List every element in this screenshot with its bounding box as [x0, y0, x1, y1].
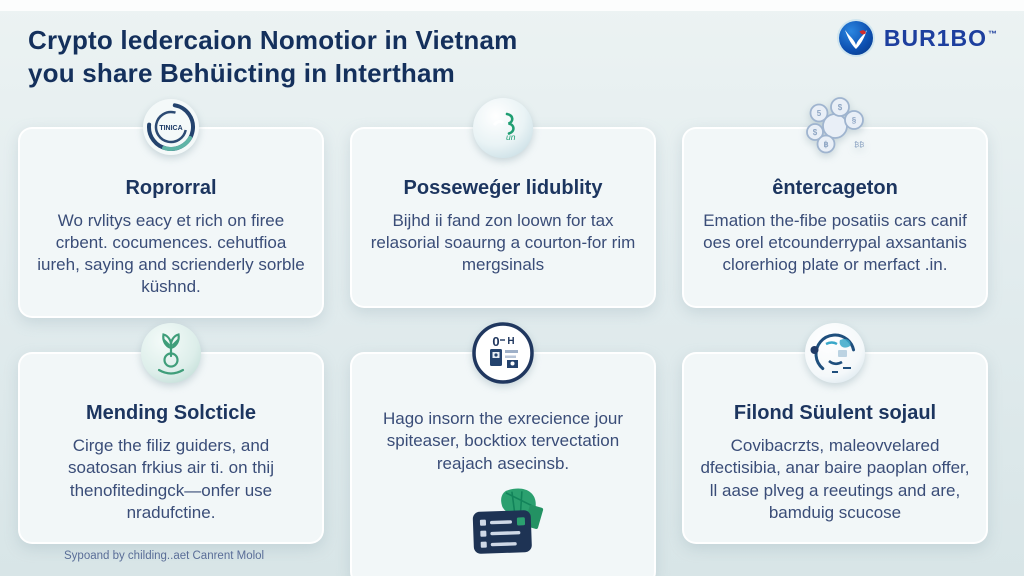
- card-title: Filond Süulent sojaul: [733, 402, 937, 425]
- page-title-line2: you share Behüicting in Intertham: [28, 58, 455, 89]
- top-white-strip: [0, 0, 1024, 11]
- card-title: Posseweǵer lidublity: [403, 177, 603, 199]
- page-title: Crypto ledercaion Nomotior in Vietnam yo…: [28, 24, 517, 91]
- card-filond-sulent: Filond Süulent sojaul Covibacrzts, maleo…: [682, 323, 988, 576]
- card-body-text: Cirge the filiz guiders, and soatosan fr…: [68, 436, 274, 522]
- card-entercageton: 5 $ § $ ฿ ₿₿ êntercageton Emation the-fibe …: [682, 97, 988, 318]
- card-surface: Roprorral Wo rvlitys eacy et rich on fir…: [18, 127, 324, 319]
- card-body-text: Bijhd ii fand zon loown for tax relasori…: [370, 211, 636, 275]
- brand-logo-text: BUR1BO™: [884, 25, 998, 52]
- sprout-sphere-icon: [141, 323, 201, 384]
- svg-text:$: $: [838, 103, 843, 112]
- svg-text:§: §: [852, 116, 857, 125]
- card-surface: êntercageton Emation the-fibe posatiis c…: [682, 127, 988, 308]
- coin-cluster-icon: 5 $ § $ ฿ ₿₿: [806, 97, 864, 154]
- ring-icon-label: TINICA: [159, 125, 182, 132]
- glossy-sphere-dollar-icon: un: [473, 98, 533, 158]
- card-body-text: Covibacrzts, maleovvelared dfectisibia, …: [700, 436, 970, 522]
- sphere-icon-label: un: [506, 132, 516, 142]
- svg-text:$: $: [813, 128, 818, 137]
- trademark-symbol: ™: [988, 28, 998, 39]
- doc-icon-h: H: [507, 336, 514, 347]
- card-surface: Filond Süulent sojaul Covibacrzts, maleo…: [682, 352, 988, 544]
- brand-logo-wordmark: BUR1BO: [883, 24, 987, 51]
- card-grid: TINICA Roprorral Wo rvlitys eacy et rich…: [18, 97, 988, 576]
- footer-credit: Sypoand by childing..aet Canrent Molol: [64, 550, 265, 562]
- svg-text:5: 5: [817, 109, 822, 118]
- page-title-line1: Crypto ledercaion Nomotior in Vietnam: [28, 25, 518, 55]
- card-mending-solcticle: Mending Solcticle Cirge the filiz guider…: [18, 323, 324, 576]
- card-body-text: Emation the-fibe posatiis cars canif oes…: [703, 211, 967, 275]
- brand-logo: BUR1BO™: [836, 18, 998, 58]
- card-surface: Hago insorn the exrecience jour spitease…: [350, 352, 656, 576]
- card-roprorral: TINICA Roprorral Wo rvlitys eacy et rich…: [18, 99, 324, 319]
- card-hago-insorn: 0 H Hago insorn the exrecience jour spit…: [350, 322, 656, 576]
- document-circle-icon: 0 H: [472, 322, 534, 385]
- doc-icon-zero: 0: [492, 334, 499, 349]
- card-title: Roprorral: [125, 177, 217, 199]
- card-title: Mending Solcticle: [85, 402, 257, 425]
- card-body-text: Wo rvlitys eacy et rich on firee crbent.…: [37, 211, 305, 297]
- card-possewger-lidublity: un Posseweǵer lidublity Bijhd ii fand zo…: [350, 98, 656, 318]
- buribo-bird-circle-icon: [836, 19, 875, 57]
- card-surface: Mending Solcticle Cirge the filiz guider…: [18, 352, 324, 544]
- coin-scribble: ₿₿: [854, 141, 864, 149]
- checklist-card-leaf-icon: [472, 488, 544, 554]
- globe-sphere-icon: [805, 323, 865, 384]
- card-body-text: Hago insorn the exrecience jour spitease…: [382, 409, 624, 473]
- card-title: êntercageton: [772, 177, 898, 199]
- ring-logo-icon: TINICA: [143, 99, 199, 155]
- svg-text:฿: ฿: [823, 140, 828, 149]
